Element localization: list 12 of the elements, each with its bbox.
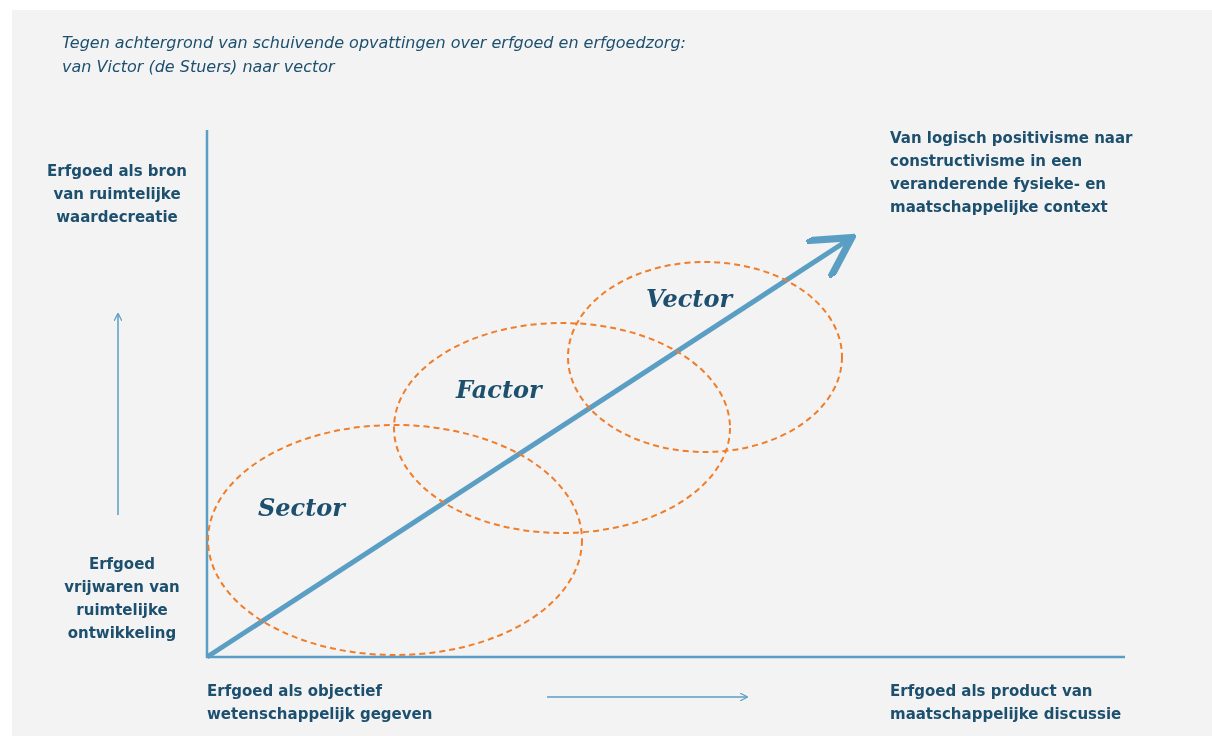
stage-label: Sector: [258, 493, 345, 522]
axis-label: Erfgoed vrijwaren van ruimtelijke ontwikkeling: [63, 554, 181, 644]
dashed-ellipse: [568, 262, 842, 452]
stage-label: Factor: [456, 375, 542, 404]
stage-label: Vector: [646, 284, 733, 313]
dashed-ellipse: [208, 425, 582, 655]
axis-label: Erfgoed als bron van ruimtelijke waardecreatie: [46, 161, 188, 228]
axis-label: Erfgoed als product van maatschappelijke discussie: [890, 681, 1123, 725]
axis-label: Van logisch positivisme naar constructivisme in een veranderende fysieke- en maatschappelijke context: [890, 128, 1134, 218]
dashed-ellipse: [394, 323, 730, 533]
title: Tegen achtergrond van schuivende opvattingen over erfgoed en erfgoedzorg: van Victor (de Stuers) naar vector: [62, 32, 687, 78]
axis-label: Erfgoed als objectief wetenschappelijk gegeven: [207, 681, 434, 725]
